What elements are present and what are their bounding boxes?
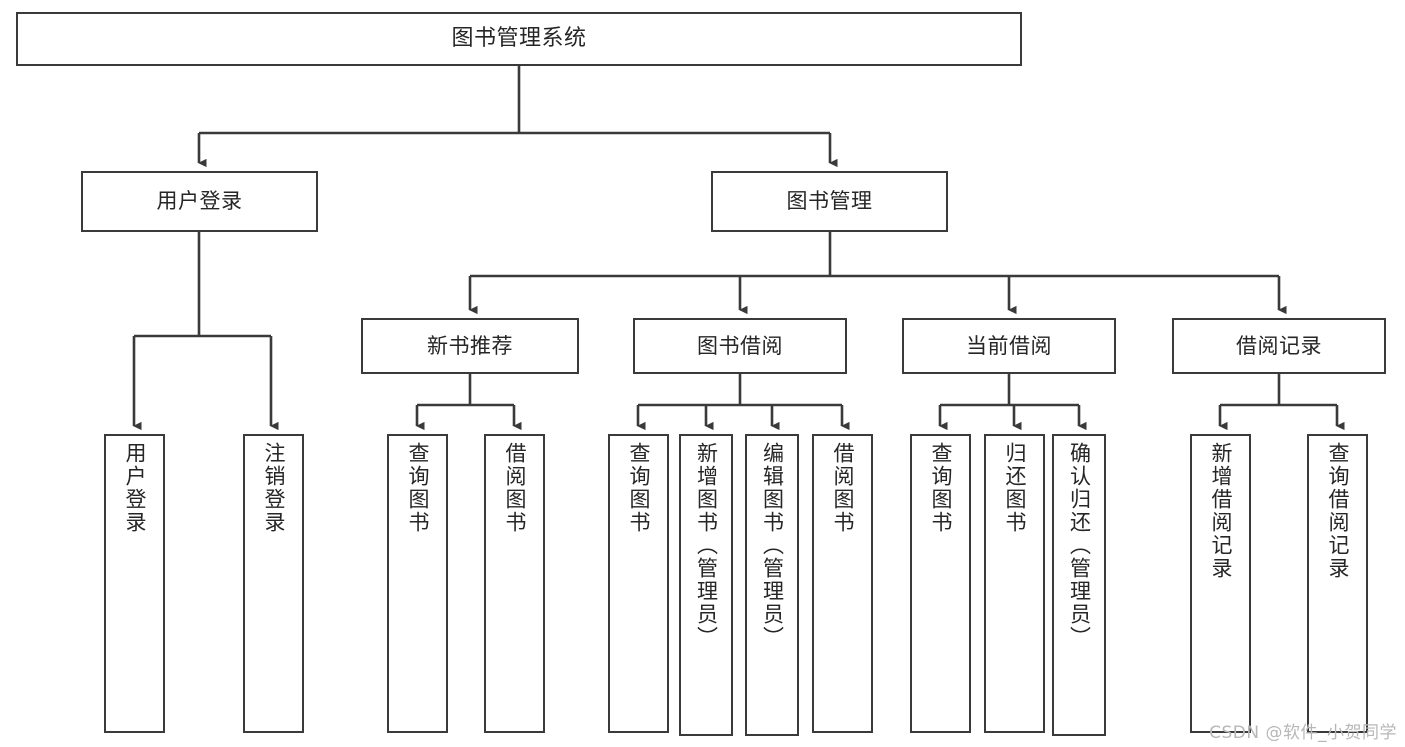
node-label: 图书借阅 xyxy=(697,333,783,358)
leaf-user-login[interactable]: 用户登录 xyxy=(104,434,165,733)
node-label: 新增图书（管理员） xyxy=(694,442,719,649)
node-label: 查询图书 xyxy=(627,442,651,534)
node-label: 注销登录 xyxy=(262,442,286,534)
node-label: 查询图书 xyxy=(929,442,953,534)
node-label: 图书管理 xyxy=(786,189,873,214)
node-label: 借阅图书 xyxy=(831,442,855,534)
node-label: 查询借阅记录 xyxy=(1326,442,1350,580)
leaf-logout[interactable]: 注销登录 xyxy=(243,434,304,733)
node-label: 查询图书 xyxy=(406,442,430,534)
node-current-borrow[interactable]: 当前借阅 xyxy=(902,318,1116,374)
leaf-query-book-1[interactable]: 查询图书 xyxy=(387,434,448,733)
node-label: 图书管理系统 xyxy=(451,26,587,52)
node-label: 用户登录 xyxy=(156,189,243,214)
leaf-borrow-book-2[interactable]: 借阅图书 xyxy=(812,434,873,733)
node-label: 用户登录 xyxy=(123,442,147,534)
node-root-system[interactable]: 图书管理系统 xyxy=(16,12,1022,66)
node-label: 归还图书 xyxy=(1003,442,1027,534)
leaf-query-book-3[interactable]: 查询图书 xyxy=(910,434,971,733)
leaf-query-borrow-record[interactable]: 查询借阅记录 xyxy=(1307,434,1368,733)
node-user-login[interactable]: 用户登录 xyxy=(81,171,318,232)
watermark: CSDN @软件_小贺同学 xyxy=(1209,723,1397,743)
node-label: 当前借阅 xyxy=(966,333,1052,358)
node-borrow-record[interactable]: 借阅记录 xyxy=(1172,318,1386,374)
node-label: 确认归还（管理员） xyxy=(1067,442,1092,649)
node-label: 编辑图书（管理员） xyxy=(760,442,785,649)
node-label: 借阅图书 xyxy=(503,442,527,534)
node-label: 借阅记录 xyxy=(1236,333,1322,358)
leaf-edit-book-admin[interactable]: 编辑图书（管理员） xyxy=(745,434,799,736)
leaf-add-borrow-record[interactable]: 新增借阅记录 xyxy=(1190,434,1251,733)
leaf-return-book[interactable]: 归还图书 xyxy=(984,434,1045,733)
leaf-borrow-book-1[interactable]: 借阅图书 xyxy=(484,434,545,733)
leaf-confirm-return-admin[interactable]: 确认归还（管理员） xyxy=(1052,434,1106,736)
node-new-book-rec[interactable]: 新书推荐 xyxy=(361,318,579,374)
node-label: 新增借阅记录 xyxy=(1209,442,1233,580)
node-book-manage[interactable]: 图书管理 xyxy=(711,171,948,232)
leaf-query-book-2[interactable]: 查询图书 xyxy=(608,434,669,733)
node-book-borrow[interactable]: 图书借阅 xyxy=(633,318,847,374)
node-label: 新书推荐 xyxy=(427,333,513,358)
leaf-add-book-admin[interactable]: 新增图书（管理员） xyxy=(679,434,733,736)
